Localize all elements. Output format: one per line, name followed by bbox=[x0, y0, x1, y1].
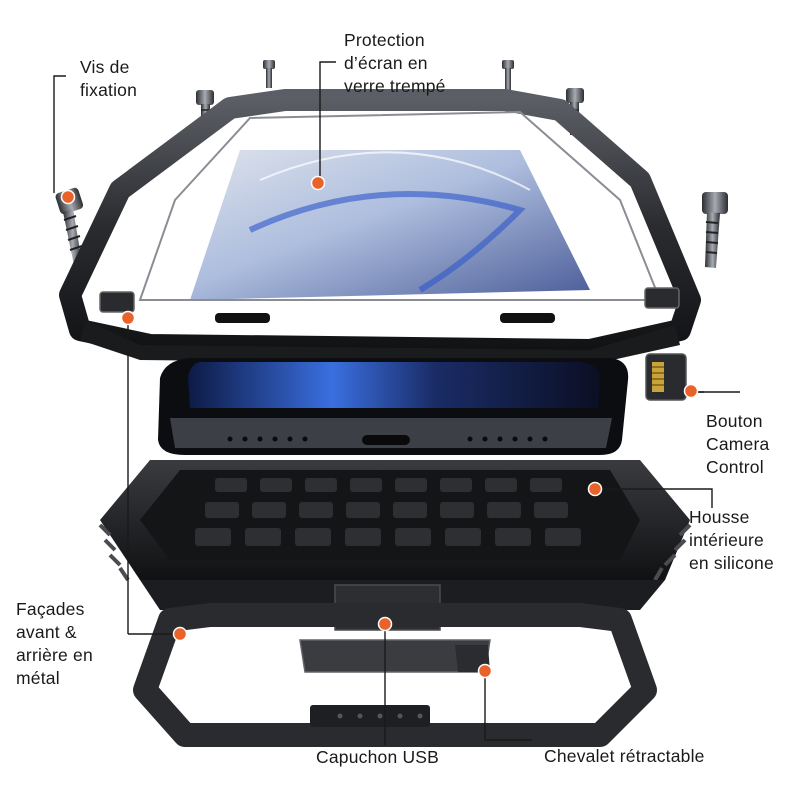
callout-dot-inner bbox=[587, 481, 603, 497]
label-screws: Vis de fixation bbox=[80, 57, 138, 100]
label-silicone-case: Housse intérieure en silicone bbox=[689, 507, 774, 573]
leader-lines bbox=[53, 61, 740, 745]
back-plate bbox=[133, 580, 665, 747]
glass-protector bbox=[190, 150, 590, 300]
callout-dot-metal-back bbox=[172, 626, 188, 642]
screw-icon bbox=[263, 60, 275, 88]
screw-icon bbox=[502, 60, 514, 90]
label-metal-faces: Façades avant & arrière en métal bbox=[16, 599, 93, 688]
camera-control-button bbox=[645, 353, 687, 401]
callout-dot-metal-front bbox=[120, 310, 136, 326]
label-kickstand: Chevalet rétractable bbox=[544, 746, 705, 766]
label-camera-control: Bouton Camera Control bbox=[706, 411, 770, 477]
callout-dot-kickstand bbox=[477, 663, 493, 679]
callout-dot-screws bbox=[60, 189, 76, 205]
callout-dot-button bbox=[683, 383, 699, 399]
label-glass-protector: Protection d’écran en verre trempé bbox=[344, 30, 446, 96]
callout-dot-usb bbox=[377, 616, 393, 632]
callout-dot-glass bbox=[310, 175, 326, 191]
silicone-case bbox=[98, 460, 692, 582]
screw-icon bbox=[702, 192, 728, 268]
metal-frame bbox=[59, 89, 701, 365]
callout-dots bbox=[60, 175, 699, 679]
phone bbox=[158, 358, 629, 455]
label-usb-cap: Capuchon USB bbox=[316, 747, 440, 767]
